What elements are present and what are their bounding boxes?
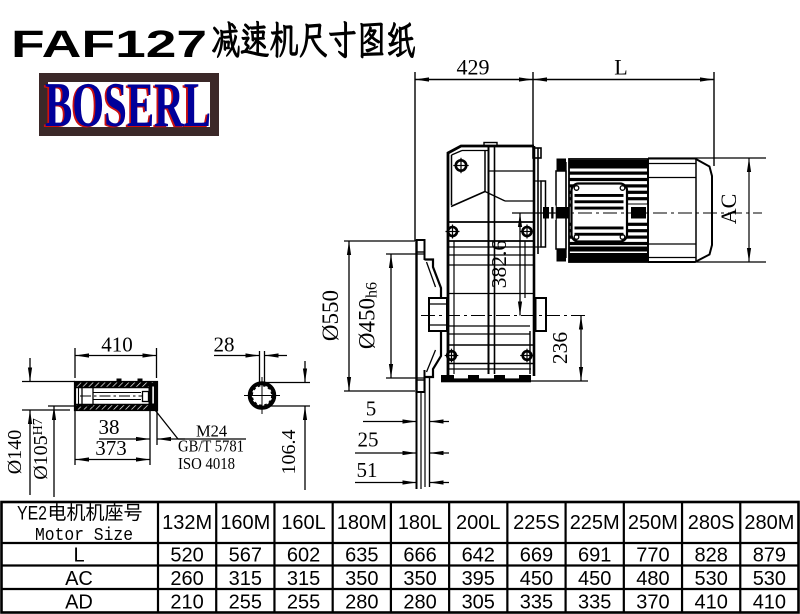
svg-text:567: 567 [229, 545, 262, 567]
svg-text:410: 410 [694, 592, 727, 614]
svg-text:642: 642 [462, 545, 495, 567]
svg-text:280: 280 [403, 592, 436, 614]
svg-text:L: L [614, 55, 627, 80]
svg-text:255: 255 [287, 592, 320, 614]
svg-text:180M: 180M [337, 512, 387, 534]
svg-text:429: 429 [457, 55, 490, 80]
svg-text:132M: 132M [162, 512, 212, 534]
svg-text:Ø550: Ø550 [318, 290, 343, 341]
svg-text:410: 410 [101, 333, 133, 357]
svg-text:602: 602 [287, 545, 320, 567]
svg-text:210: 210 [170, 592, 203, 614]
svg-text:GB/T 5781: GB/T 5781 [178, 437, 244, 456]
svg-text:335: 335 [520, 592, 553, 614]
svg-text:25: 25 [358, 428, 379, 452]
svg-text:280S: 280S [688, 512, 735, 534]
svg-text:BOSERL: BOSERL [43, 70, 209, 141]
svg-text:520: 520 [170, 545, 203, 567]
svg-text:225M: 225M [570, 512, 620, 534]
svg-text:879: 879 [753, 545, 786, 567]
svg-text:M24: M24 [196, 422, 227, 441]
svg-text:450: 450 [578, 568, 611, 590]
svg-text:828: 828 [694, 545, 727, 567]
svg-text:200L: 200L [456, 512, 501, 534]
svg-text:ISO 4018: ISO 4018 [178, 454, 235, 473]
svg-text:280M: 280M [744, 512, 794, 534]
svg-text:691: 691 [578, 545, 611, 567]
svg-text:305: 305 [462, 592, 495, 614]
svg-text:225S: 225S [513, 512, 560, 534]
svg-text:666: 666 [403, 545, 436, 567]
svg-text:51: 51 [357, 458, 378, 482]
svg-text:28: 28 [214, 333, 235, 357]
svg-text:106.4: 106.4 [278, 430, 300, 475]
svg-text:382.6: 382.6 [487, 240, 511, 289]
svg-text:395: 395 [462, 568, 495, 590]
svg-text:38: 38 [99, 415, 120, 439]
svg-text:255: 255 [229, 592, 262, 614]
svg-text:L: L [73, 545, 84, 567]
svg-text:180L: 180L [398, 512, 443, 534]
svg-text:315: 315 [229, 568, 262, 590]
svg-text:410: 410 [753, 592, 786, 614]
svg-text:236: 236 [548, 332, 572, 365]
svg-text:635: 635 [345, 545, 378, 567]
svg-text:FAF127: FAF127 [11, 24, 207, 66]
svg-text:280: 280 [345, 592, 378, 614]
svg-text:5: 5 [366, 397, 377, 421]
svg-text:335: 335 [578, 592, 611, 614]
svg-text:AC: AC [65, 568, 93, 590]
svg-text:669: 669 [520, 545, 553, 567]
svg-text:250M: 250M [628, 512, 678, 534]
svg-text:AD: AD [65, 592, 93, 614]
svg-text:370: 370 [636, 592, 669, 614]
svg-text:Motor Size: Motor Size [35, 526, 133, 546]
svg-text:Ø450h6: Ø450h6 [355, 282, 381, 349]
svg-text:373: 373 [95, 436, 127, 460]
svg-text:160L: 160L [281, 512, 326, 534]
svg-text:260: 260 [170, 568, 203, 590]
svg-text:315: 315 [287, 568, 320, 590]
svg-text:480: 480 [636, 568, 669, 590]
svg-text:160M: 160M [220, 512, 270, 534]
svg-text:Ø140: Ø140 [4, 430, 26, 474]
svg-text:BOSERL: BOSERL [45, 69, 211, 140]
svg-text:AC: AC [716, 194, 741, 225]
svg-text:350: 350 [403, 568, 436, 590]
svg-text:YE2: YE2 [17, 503, 47, 525]
svg-text:530: 530 [694, 568, 727, 590]
svg-text:530: 530 [753, 568, 786, 590]
svg-text:770: 770 [636, 545, 669, 567]
svg-text:350: 350 [345, 568, 378, 590]
svg-text:450: 450 [520, 568, 553, 590]
